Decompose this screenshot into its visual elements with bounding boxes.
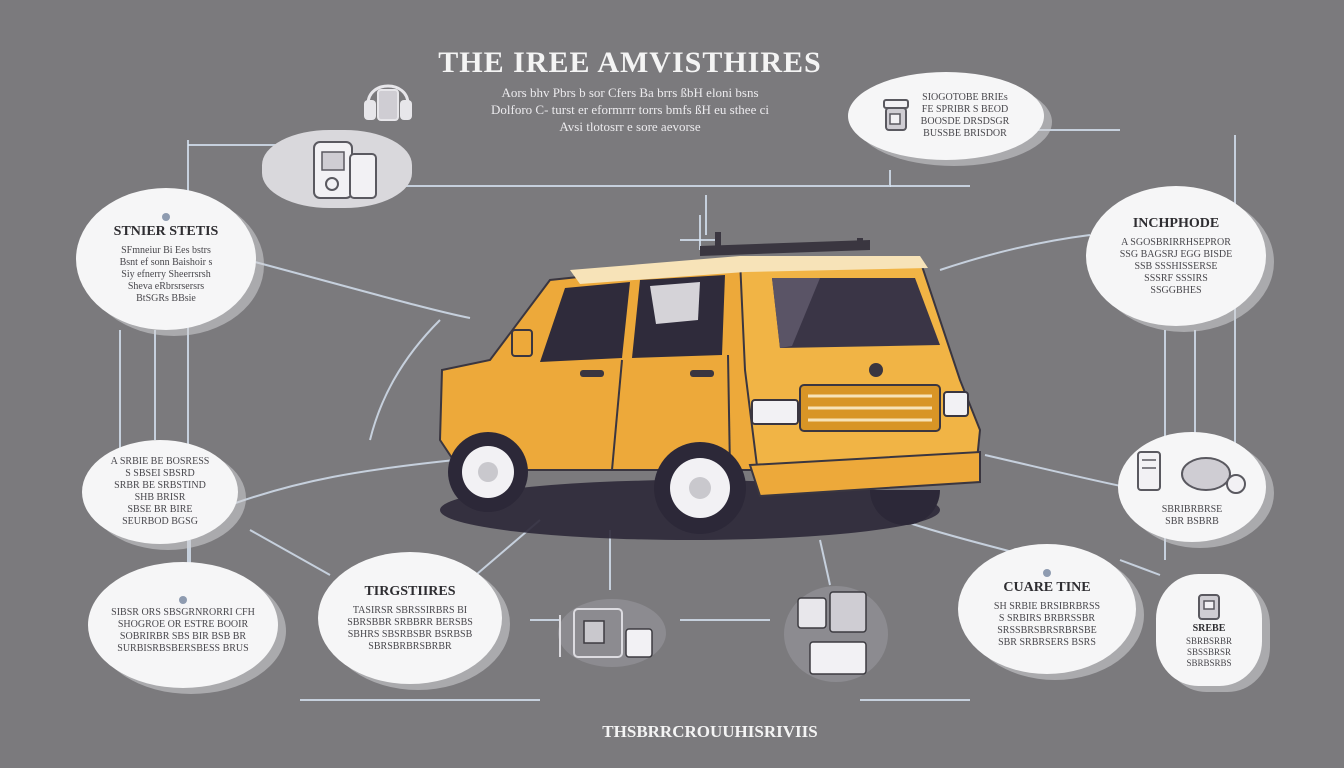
info-bubble-tirgstiries: TIRGSTIIRES TASIRSR SBRSSIRBRS BI SBRSBB… [318, 552, 502, 684]
bubble-heading: TIRGSTIIRES [364, 583, 456, 599]
bubble-text: SFmneiur Bi Ees bstrs Bsnt ef sonn Baish… [119, 245, 213, 304]
bullet-icon [162, 213, 170, 221]
bubble-text: SBRIBRBRSE SBR BSBRB [1161, 504, 1223, 527]
bullet-icon [1043, 569, 1051, 577]
info-bubble-top-right: SIOGOTOBE BRIEs FE SPRIBR S BEOD BOOSDE … [848, 72, 1044, 160]
engine-parts-icon [313, 141, 377, 199]
bubble-text: SH SRBIE BRSIBRBRSS S SRBIRS BRBRSSBR SR… [993, 601, 1101, 648]
bubble-heading: INCHPHODE [1132, 215, 1220, 231]
infographic-subtitle: Aors bhv Pbrs b sor Cfers Ba brrs ßbH el… [491, 85, 769, 134]
bubble-text: TASIRSR SBRSSIRBRS BI SBRSBBR SRBBRR BER… [347, 604, 473, 652]
bubble-heading: STNIER STETIS [113, 224, 219, 239]
info-bubble-bottom-left: SIBSR ORS SBSGRNRORRI CFH SHOGROE OR EST… [88, 562, 278, 688]
parts-shelf-icon [784, 586, 888, 682]
bubble-text: SBRBSRBR SBSSBRSR SBRBSRBS [1185, 636, 1233, 668]
bullet-icon [179, 595, 187, 604]
suv-car-illustration [438, 232, 982, 540]
coffee-maker-icon [883, 99, 909, 131]
infographic-footer: THSBRRCROUUHISRIVIIS [602, 722, 818, 741]
bubble-text: A SGOSBRIRRHSEPROR SSG BAGSRJ EGG BISDE … [1119, 236, 1233, 296]
engine-parts-icon-bubble [262, 130, 412, 208]
info-bubble-bottom-right: SREBE SBRBSRBR SBSSBRSR SBRBSRBS [1156, 574, 1262, 686]
garage-lift-icon [558, 599, 666, 667]
info-bubble-cuare-tine: CUARE TINE SH SRBIE BRSIBRBRSS S SRBIRS … [958, 544, 1136, 674]
info-bubble-left-middle: A SRBIE BE BOSRESS S SBSEI SBSRD SRBR BE… [82, 440, 238, 544]
fuel-can-icon [1198, 594, 1220, 620]
bubble-text: SIOGOTOBE BRIEs FE SPRIBR S BEOD BOOSDE … [920, 92, 1010, 139]
bubble-heading: CUARE TINE [1003, 580, 1091, 595]
info-bubble-stmer-stetis: STNIER STETIS SFmneiur Bi Ees bstrs Bsnt… [76, 188, 256, 330]
headphones-icon [364, 84, 412, 121]
bubble-text: SIBSR ORS SBSGRNRORRI CFH SHOGROE OR EST… [111, 606, 255, 654]
info-bubble-inchphode: INCHPHODE A SGOSBRIRRHSEPROR SSG BAGSRJ … [1086, 186, 1266, 326]
bubble-text: A SRBIE BE BOSRESS S SBSEI SBSRD SRBR BE… [110, 456, 210, 527]
bubble-heading: SREBE [1192, 623, 1226, 634]
workshop-tools-icon [1137, 451, 1246, 494]
infographic-title: THE IREE AMVISTHIRES [438, 46, 822, 79]
